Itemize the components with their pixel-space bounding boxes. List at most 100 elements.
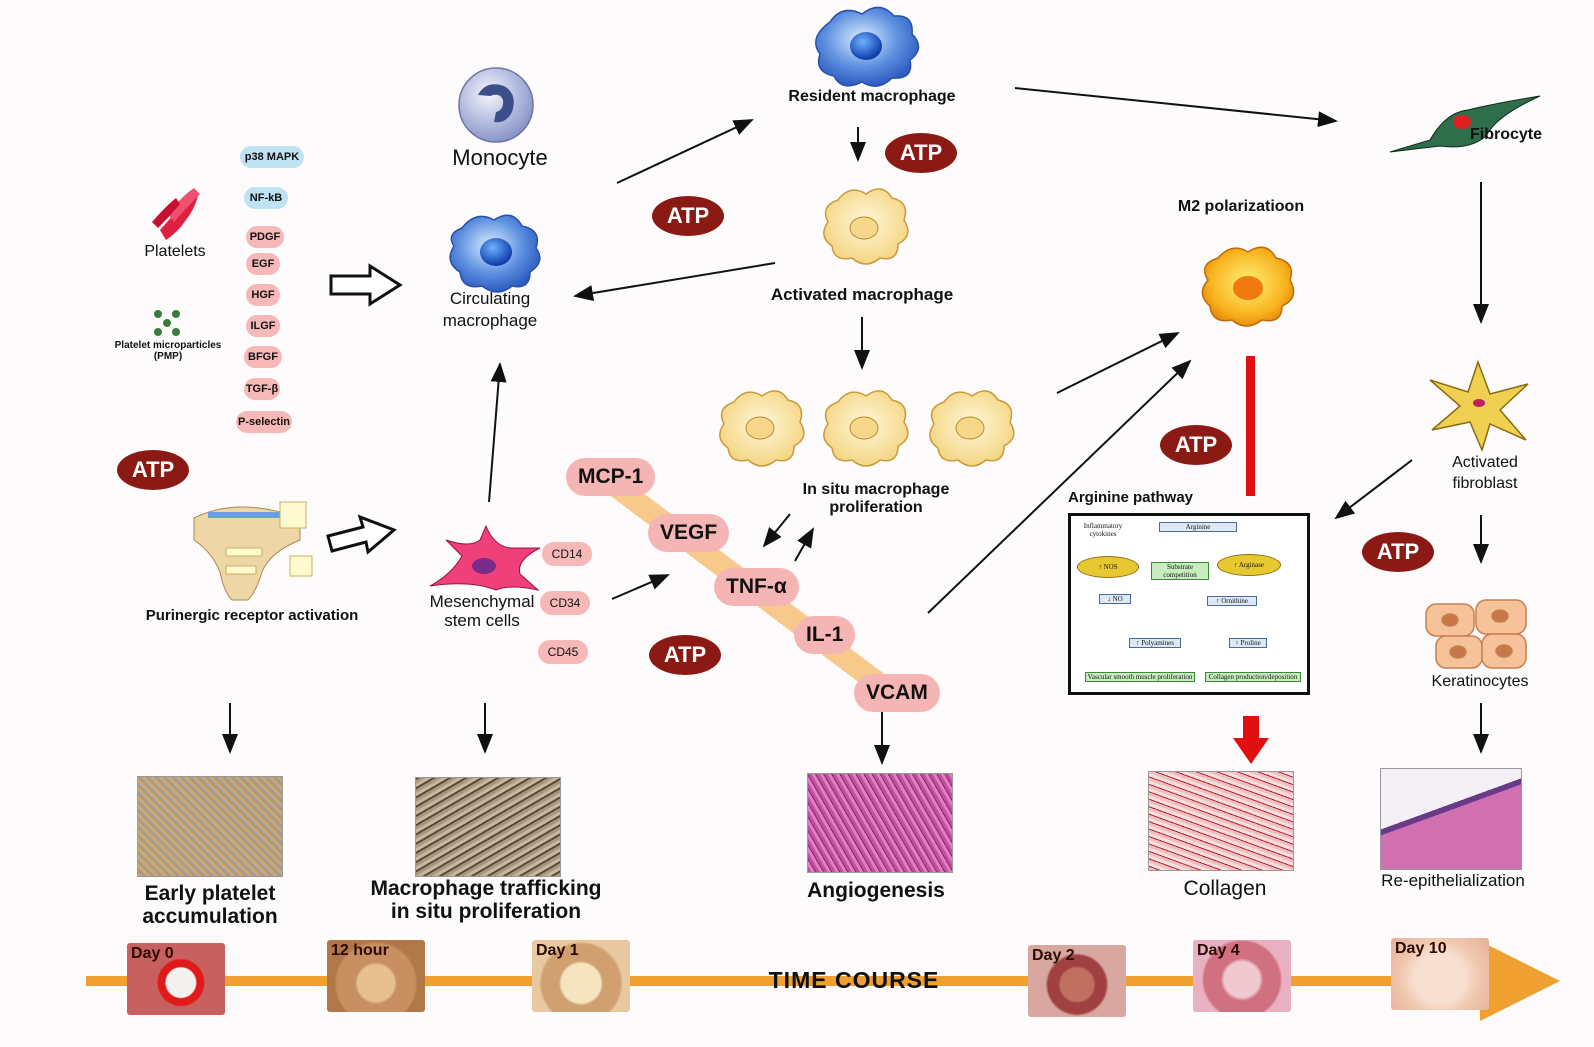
factor-p-selectin: P-selectin: [236, 411, 292, 433]
block-arrow-purinergic: [326, 514, 397, 555]
factor-tgf-beta: TGF-β: [244, 378, 280, 400]
arg-arginine: Arginine: [1159, 522, 1237, 532]
msc-label: Mesenchymal stem cells: [414, 592, 550, 630]
arrow-insitu-to-band: [794, 527, 814, 562]
day-photo-3: Day 2: [1028, 945, 1126, 1017]
inhibit-bar: [1246, 356, 1255, 496]
day-label-0: Day 0: [131, 945, 174, 962]
cytokine-mcp1: MCP-1: [566, 458, 656, 496]
arrow-msc-to-circulating: [488, 362, 507, 503]
arg-proline: ↑ Proline: [1229, 638, 1267, 648]
activated-macrophage-label: Activated macrophage: [770, 285, 954, 304]
block-arrow-platelets: [329, 263, 403, 307]
pmp-label: Platelet microparticles (PMP): [98, 340, 238, 362]
outcome-trafficking-line-1: Macrophage trafficking: [370, 877, 602, 900]
pmp-line-1: Platelet microparticles: [114, 340, 222, 351]
arrow-insitu-to-m2: [1056, 332, 1180, 394]
arrow-fibroblast-to-arginine: [1334, 459, 1413, 520]
factor-hgf: HGF: [246, 284, 280, 306]
cytokine-vcam: VCAM: [854, 674, 940, 712]
day-photo-5: Day 10: [1391, 938, 1489, 1010]
keratinocytes-label: Keratinocytes: [1431, 673, 1529, 690]
atp-badge-3: ATP: [117, 450, 189, 490]
insitu-macrophage-cells: [719, 390, 1015, 467]
circulating-macrophage-label: Circulating macrophage: [420, 289, 560, 330]
cytokine-vegf: VEGF: [648, 514, 730, 552]
pmp-line-2: (PMP): [153, 351, 183, 362]
cd45-marker: CD45: [538, 640, 588, 664]
arg-vsm: Vascular smooth muscle proliferation: [1085, 672, 1195, 682]
arginine-title: Arginine pathway: [1068, 489, 1194, 506]
arrow-band-to-insitu: [762, 513, 791, 548]
resident-macrophage-cell: [815, 6, 920, 87]
activated-fibroblast-cell: [1429, 359, 1529, 453]
outcome-collagen-label: Collagen: [1183, 877, 1267, 900]
factor-bfgf: BFGF: [244, 346, 282, 368]
fibroblast-line-1: Activated: [1452, 454, 1518, 471]
outcome-angiogenesis-label: Angiogenesis: [807, 879, 945, 902]
m2-polarization-label: M2 polarizatioon: [1177, 198, 1305, 215]
collagen-histology-image: [1148, 771, 1294, 871]
monocyte-label: Monocyte: [452, 145, 548, 170]
day-photo-0: Day 0: [127, 943, 225, 1015]
arrow-cd-to-band: [611, 574, 670, 600]
reepithelialization-histology-image: [1380, 768, 1522, 870]
insitu-line-2: proliferation: [829, 498, 923, 516]
cd14-marker: CD14: [542, 542, 592, 566]
factor-pdgf: PDGF: [246, 226, 284, 248]
outcome-trafficking-label: Macrophage trafficking in situ prolifera…: [346, 877, 626, 923]
resident-macrophage-label: Resident macrophage: [788, 88, 956, 105]
day-label-1: 12 hour: [331, 942, 389, 959]
mesenchymal-stem-cell: [429, 524, 541, 591]
arrow-resident-to-fibrocyte: [1014, 87, 1338, 128]
arg-collagen: Collagen production/deposition: [1205, 672, 1301, 682]
cd34-marker: CD34: [540, 591, 590, 615]
arrow-activated-to-circulating: [573, 262, 776, 301]
arg-substrate: Substrate competition: [1151, 562, 1209, 580]
cytokine-tnf-alpha: TNF-α: [714, 568, 799, 606]
circulating-line-2: macrophage: [442, 310, 538, 330]
day-photo-4: Day 4: [1193, 940, 1291, 1012]
insitu-label: In situ macrophage proliferation: [766, 481, 986, 516]
macrophage-histology-image: [415, 777, 561, 877]
fibrocyte-cell: [1389, 95, 1541, 153]
collagen-red-arrow: [1233, 716, 1269, 764]
activated-fibroblast-label: Activated fibroblast: [1430, 454, 1540, 492]
factor-nf-kb: NF-kB: [244, 187, 288, 209]
insitu-line-1: In situ macrophage: [802, 481, 950, 498]
arg-arginase: ↑ Arginase: [1217, 554, 1281, 576]
purinergic-label: Purinergic receptor activation: [145, 607, 359, 624]
arrow-to-resident: [616, 119, 754, 184]
arg-inflammatory: Inflammatory cytokines: [1083, 522, 1123, 538]
outcome-platelet-label: Early platelet accumulation: [110, 882, 310, 928]
atp-badge-4: ATP: [1160, 425, 1232, 465]
purinergic-receptor-graphic: [193, 501, 313, 601]
flow-arrows: [222, 87, 1489, 765]
platelet-histology-image: [137, 776, 283, 877]
day-photo-1: 12 hour: [327, 940, 425, 1012]
circulating-macrophage-cell: [449, 214, 541, 293]
msc-line-1: Mesenchymal: [429, 592, 535, 611]
day-label-5: Day 10: [1395, 940, 1447, 957]
monocyte-cell: [458, 67, 534, 143]
circulating-line-1: Circulating: [449, 289, 531, 308]
fibrocyte-label: Fibrocyte: [1470, 126, 1543, 143]
atp-badge-6: ATP: [649, 635, 721, 675]
outcome-platelet-line-1: Early platelet: [144, 882, 276, 905]
cytokine-il1: IL-1: [794, 616, 856, 654]
arg-no: ↓ NO: [1099, 594, 1131, 604]
pmp-graphic: [154, 310, 180, 336]
day-label-3: Day 2: [1032, 947, 1075, 964]
outcome-platelet-line-2: accumulation: [142, 905, 278, 929]
arginine-pathway-box: Inflammatory cytokines Arginine ↑ NOS Su…: [1068, 513, 1310, 695]
outcome-trafficking-line-2: in situ proliferation: [390, 900, 582, 924]
platelets-label: Platelets: [144, 243, 206, 260]
arrow-il1-to-m2: [927, 359, 1192, 614]
arg-nos: ↑ NOS: [1077, 556, 1139, 578]
factor-p38-mapk: p38 MAPK: [240, 146, 304, 168]
atp-badge-5: ATP: [1362, 532, 1434, 572]
msc-line-2: stem cells: [444, 610, 520, 630]
time-course-label: TIME COURSE: [768, 967, 940, 993]
day-label-4: Day 4: [1197, 942, 1240, 959]
atp-badge-1: ATP: [885, 133, 957, 173]
